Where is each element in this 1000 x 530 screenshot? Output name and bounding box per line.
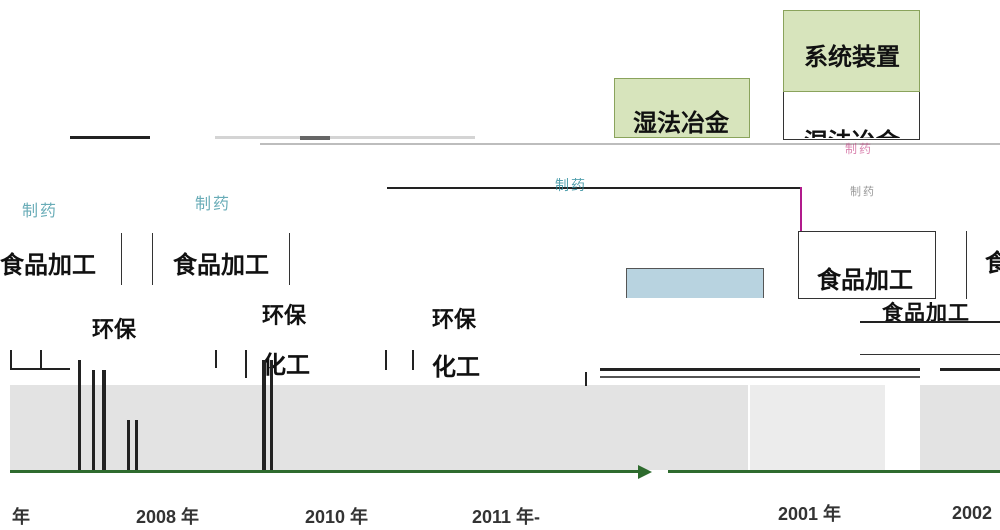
zhiyao-label-5: 制药 [850,185,876,198]
glitch-line [600,376,920,378]
food-processing-box-3: 食品加工 [798,231,936,299]
glitch-line [215,136,475,139]
food-processing-box-4: 食品加工 [966,231,1000,299]
glitch-line [385,350,387,370]
glitch-line [215,350,217,368]
glitch-line [800,187,802,231]
glitch-line [270,360,273,470]
food-processing-box-5: 食品加工 [860,295,1000,355]
year-label-3: 2010 年 [305,507,369,527]
gray-panel [920,385,1000,470]
year-label-1: 年 [12,507,30,527]
year-label-6: 2002 [952,503,993,523]
food-processing-label-2: 食品加工 [173,251,269,279]
year-label-4: 2011 年- [472,507,541,527]
gray-panel [10,385,250,470]
timeline-arrow-right [668,470,1000,473]
glitch-line [102,370,106,470]
glitch-line [70,136,150,139]
food-processing-label-4: 食品加工 [985,249,1000,277]
food-processing-label-3: 食品加工 [817,266,913,294]
glitch-line [585,372,587,386]
glitch-line [135,420,138,470]
year-label-2: 2008 年 [136,507,200,527]
env-protection-label-3: 环保 [432,308,477,333]
chemical-label-2: 化工 [432,353,480,381]
glitch-line [10,350,12,370]
env-protection-label-2: 环保 [262,304,307,329]
glitch-line [300,136,330,140]
glitch-line [412,350,414,370]
glitch-line [92,370,95,470]
glitch-line [40,350,42,370]
zhiyao-label-2: 制药 [195,194,232,213]
system-device-box: 系统装置 [783,10,920,92]
timeline-arrowhead [638,465,652,479]
glitch-line [940,368,1000,371]
zhiyao-label-1: 制药 [22,201,59,220]
blue-box [626,268,764,298]
gray-panel [248,385,748,470]
glitch-line [78,360,81,470]
glitch-line [245,350,247,378]
food-processing-label-1: 食品加工 [0,251,96,279]
food-processing-box-1: 食品加工 [0,233,122,285]
year-label-5: 2001 年 [778,504,842,524]
glitch-line [127,420,130,470]
food-processing-box-2: 食品加工 [152,233,290,285]
hydrometallurgy-partial-label: 湿法冶金 [804,122,900,138]
glitch-line [262,360,266,470]
hydrometallurgy-box: 湿法冶金 [614,78,750,138]
glitch-line [260,143,1000,145]
zhiyao-label-4: 制药 [845,142,874,156]
glitch-line [860,321,1000,323]
gray-panel [750,385,885,470]
glitch-line [387,187,802,189]
system-device-label: 系统装置 [804,43,900,71]
timeline-arrow-left [10,470,640,473]
zhiyao-label-3: 制药 [555,178,587,194]
hydrometallurgy-lower-box: 湿法冶金 [783,92,920,140]
hydrometallurgy-label: 湿法冶金 [633,109,729,137]
env-protection-label-1: 环保 [92,318,137,343]
glitch-line [10,368,70,370]
glitch-line [600,368,920,371]
